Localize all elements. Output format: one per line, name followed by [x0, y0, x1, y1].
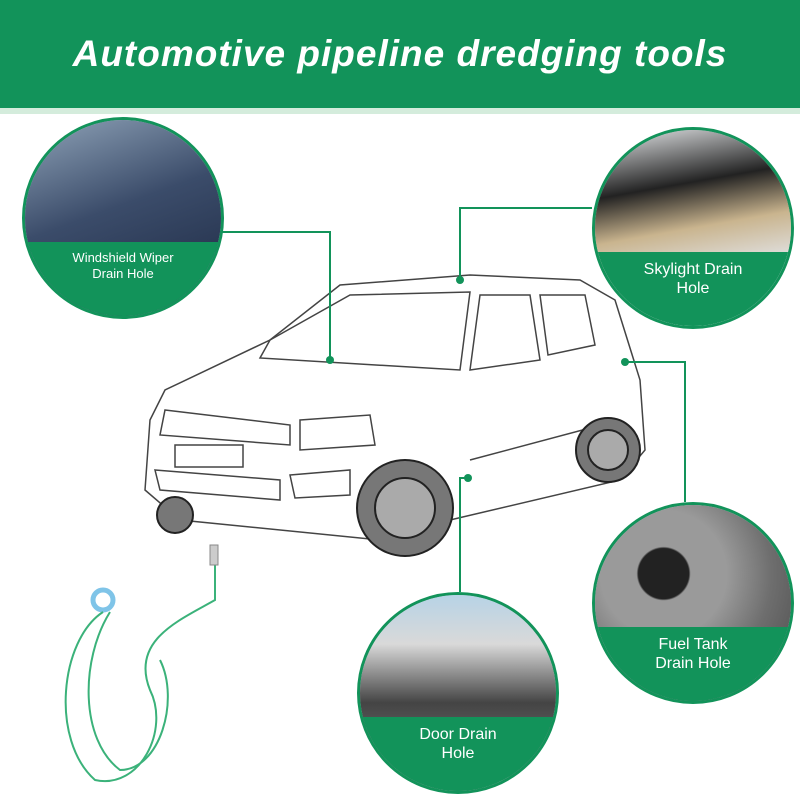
page-title: Automotive pipeline dredging tools: [72, 33, 728, 74]
skylight-callout: Skylight Drain Hole: [592, 127, 794, 329]
door-label: Door Drain Hole: [360, 716, 556, 791]
fuel-tank-callout: Fuel Tank Drain Hole: [592, 502, 794, 704]
header-banner: Automotive pipeline dredging tools: [0, 0, 800, 108]
skylight-label: Skylight Drain Hole: [595, 251, 791, 326]
door-callout: Door Drain Hole: [357, 592, 559, 794]
divider: [0, 108, 800, 114]
dredging-tool-wire: [64, 544, 219, 783]
windshield-label: Windshield Wiper Drain Hole: [25, 241, 221, 316]
fuel-tank-label: Fuel Tank Drain Hole: [595, 626, 791, 701]
windshield-callout: Windshield Wiper Drain Hole: [22, 117, 224, 319]
